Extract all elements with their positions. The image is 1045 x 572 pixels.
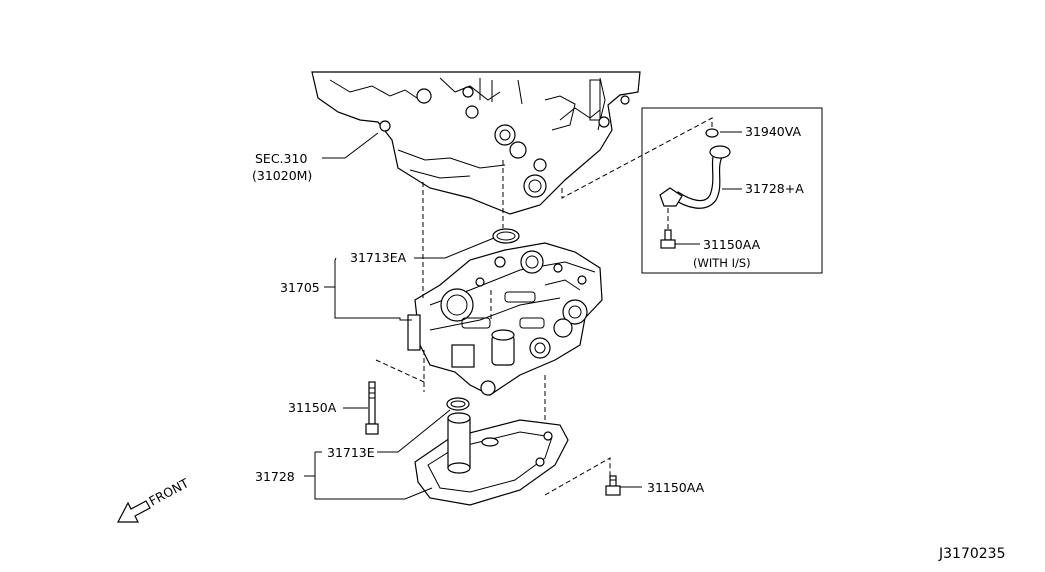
part-31728-label: 31728	[255, 469, 295, 484]
part-31705-callout: 31705	[280, 257, 412, 321]
washer-31940va	[705, 128, 719, 138]
inset-31150aa-label: 31150AA	[703, 237, 761, 252]
sec-310-label: SEC.310	[255, 151, 307, 166]
control-valve-body	[407, 242, 603, 396]
sec-310-ref-label: (31020M)	[252, 168, 312, 183]
part-31705-label: 31705	[280, 280, 320, 295]
inset-with-is: 31940VA 31728+A 31150AA (WITH I/S)	[641, 107, 823, 274]
part-31713e-label: 31713E	[327, 445, 375, 460]
inset-31940va-label: 31940VA	[745, 124, 802, 139]
installation-guides	[375, 117, 713, 496]
front-arrow-icon	[117, 500, 151, 523]
front-indicator: FRONT	[117, 475, 191, 523]
bolt-31150a: 31150A	[288, 381, 379, 435]
inset-note-label: (WITH I/S)	[693, 256, 751, 270]
part-31728-callout: 31728	[255, 451, 433, 500]
front-label: FRONT	[146, 475, 191, 508]
bolt-31150aa: 31150AA	[605, 475, 705, 496]
sec-310-callout: SEC.310 (31020M)	[252, 132, 379, 183]
part-31713ea-label: 31713EA	[350, 250, 407, 265]
transmission-case	[311, 71, 641, 215]
oil-strainer-31728	[414, 412, 569, 506]
part-31150a-label: 31150A	[288, 400, 337, 415]
part-31150aa-label: 31150AA	[647, 480, 705, 495]
inset-31728a-label: 31728+A	[745, 181, 804, 196]
o-ring-31713ea: 31713EA	[350, 228, 520, 265]
o-ring-31713e: 31713E	[327, 397, 470, 460]
diagram-id: J3170235	[938, 546, 1005, 562]
